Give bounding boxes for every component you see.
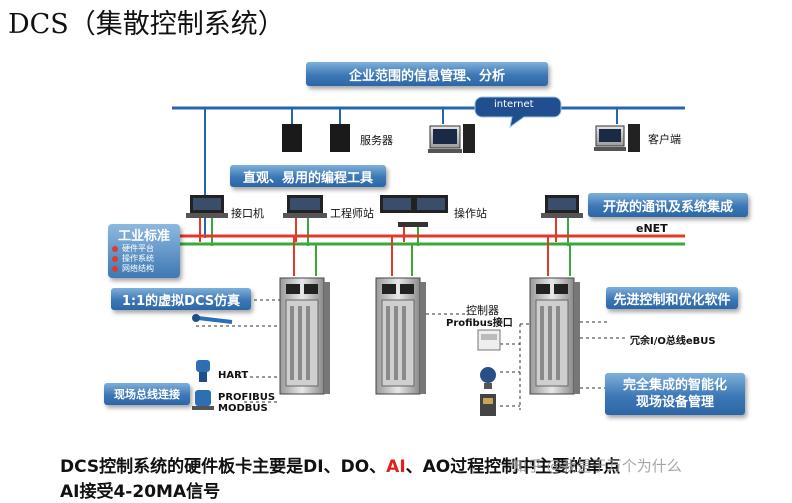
engineer-station-label: 工程师站 <box>330 207 374 220</box>
engineer-station-icon <box>283 195 327 218</box>
caption-part-1: DCS控制系统的硬件板卡主要是DI、DO、 <box>60 457 387 477</box>
industry-item: 网络结构 <box>108 264 180 274</box>
io-module-icon <box>477 329 501 351</box>
ebus-label: 冗余I/O总线eBUS <box>630 336 716 347</box>
gateway-station-icon <box>541 195 583 218</box>
caption-part-3: 、AO过程控制中主要的单点 <box>405 457 621 477</box>
industry-standard-box: 工业标准 硬件平台 操作系统 网络结构 <box>108 224 180 278</box>
hart-label: HART <box>218 370 249 381</box>
fieldbus-banner: 现场总线连接 <box>104 383 190 405</box>
industry-item: 操作系统 <box>108 254 180 264</box>
industry-standard-heading: 工业标准 <box>117 229 170 244</box>
interface-station-icon <box>186 195 228 218</box>
page-title: DCS（集散控制系统） <box>8 9 285 40</box>
internet-label: internet <box>494 99 534 110</box>
server-icon <box>330 124 350 152</box>
field-device-line1: 完全集成的智能化 <box>622 378 727 393</box>
controller-cabinet-1 <box>279 277 330 395</box>
valve-positioner-icon <box>480 367 496 389</box>
field-device-banner: 完全集成的智能化 现场设备管理 <box>605 373 745 415</box>
profibus-device-icon <box>192 390 214 410</box>
profibus-port-label: Profibus接口 <box>446 318 513 329</box>
analyzer-device-icon <box>480 394 496 416</box>
modbus-label: MODBUS <box>218 403 268 414</box>
client-label: 客户端 <box>648 133 681 146</box>
virtual-dcs-banner: 1:1的虚拟DCS仿真 <box>111 288 251 310</box>
controller-cabinet-2 <box>375 277 426 395</box>
operator-station-icon <box>380 195 448 227</box>
controller-cabinet-3 <box>529 277 580 395</box>
programming-tools-banner: 直观、易用的编程工具 <box>230 165 386 187</box>
operator-station-label: 操作站 <box>454 207 487 220</box>
controller-label: 控制器 <box>466 304 499 317</box>
server-label: 服务器 <box>360 134 393 147</box>
internet-bubble <box>474 96 562 129</box>
enterprise-banner: 企业范围的信息管理、分析 <box>306 62 548 86</box>
profibus-label: PROFIBUS <box>218 392 276 403</box>
server-icon <box>282 124 302 152</box>
field-device-line2: 现场设备管理 <box>635 395 714 410</box>
caption-line-1: DCS控制系统的硬件板卡主要是DI、DO、AI、AO过程控制中主要的单点 <box>60 452 620 477</box>
caption-highlight: AI <box>386 457 406 477</box>
industry-item: 硬件平台 <box>108 244 180 254</box>
integration-banner: 开放的通讯及系统集成 <box>588 193 748 217</box>
caption-line-2: AI接受4-20MA信号 <box>60 482 221 502</box>
hart-transmitter-icon <box>196 360 210 382</box>
watermark: 知乎 @我是于万个为什么 <box>512 457 682 475</box>
advanced-control-banner: 先进控制和优化软件 <box>606 287 738 309</box>
enet-label: eNET <box>636 222 668 235</box>
interface-machine-label: 接口机 <box>231 207 264 220</box>
temperature-sensor-icon <box>192 314 233 324</box>
